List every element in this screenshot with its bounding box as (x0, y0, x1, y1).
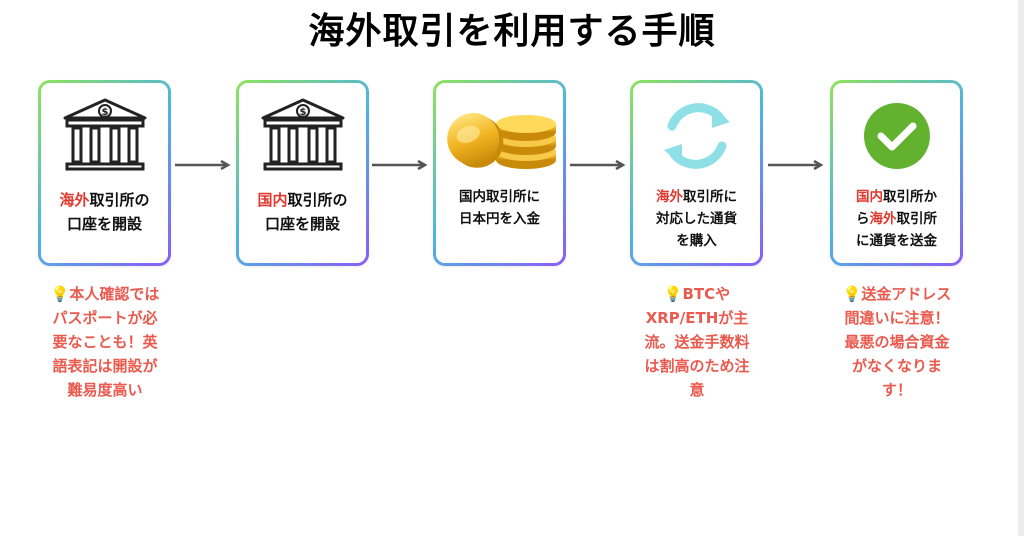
exchange-cycle-icon (633, 95, 760, 177)
step-4-card: 海外取引所に 対応した通貨 を購入 (630, 80, 763, 266)
bank-icon: $ (239, 95, 366, 177)
step-5-note: 💡送金アドレス 間違いに注意！ 最悪の場合資金 がなくなりま す！ (842, 285, 952, 399)
step-5-card: 国内取引所か ら海外取引所 に通貨を送金 (830, 80, 963, 266)
step-3-card: 国内取引所に 日本円を入金 (433, 80, 566, 266)
step-3-label: 国内取引所に 日本円を入金 (459, 189, 540, 227)
step-2-label: 国内取引所の 口座を開設 (257, 191, 348, 233)
step-2-card: $ 国内取引所の 口座を開設 (236, 80, 369, 266)
checkmark-icon (833, 95, 960, 177)
step-4-note: 💡BTCや XRP/ETHが主 流。送金手数料 は割高のため注 意 (644, 285, 750, 399)
step-1-note: 💡本人確認では パスポートが必 要なことも！英 語表記は開設が 難易度高い (50, 285, 160, 399)
step-5-label: 国内取引所か ら海外取引所 に通貨を送金 (856, 189, 937, 249)
step-1-label: 海外取引所の 口座を開設 (59, 191, 150, 233)
page-right-edge (1018, 0, 1024, 536)
step-4-label: 海外取引所に 対応した通貨 を購入 (656, 189, 737, 249)
bank-icon: $ (41, 95, 168, 177)
arrow-right-icon (570, 160, 626, 170)
arrow-right-icon (768, 160, 824, 170)
svg-text:$: $ (299, 107, 306, 118)
arrow-right-icon (372, 160, 428, 170)
step-1-card: $ 海外取引所の 口座を開設 (38, 80, 171, 266)
svg-text:$: $ (101, 107, 108, 118)
page-title: 海外取引を利用する手順 (308, 11, 716, 52)
coins-icon (436, 95, 563, 177)
arrow-right-icon (175, 160, 231, 170)
